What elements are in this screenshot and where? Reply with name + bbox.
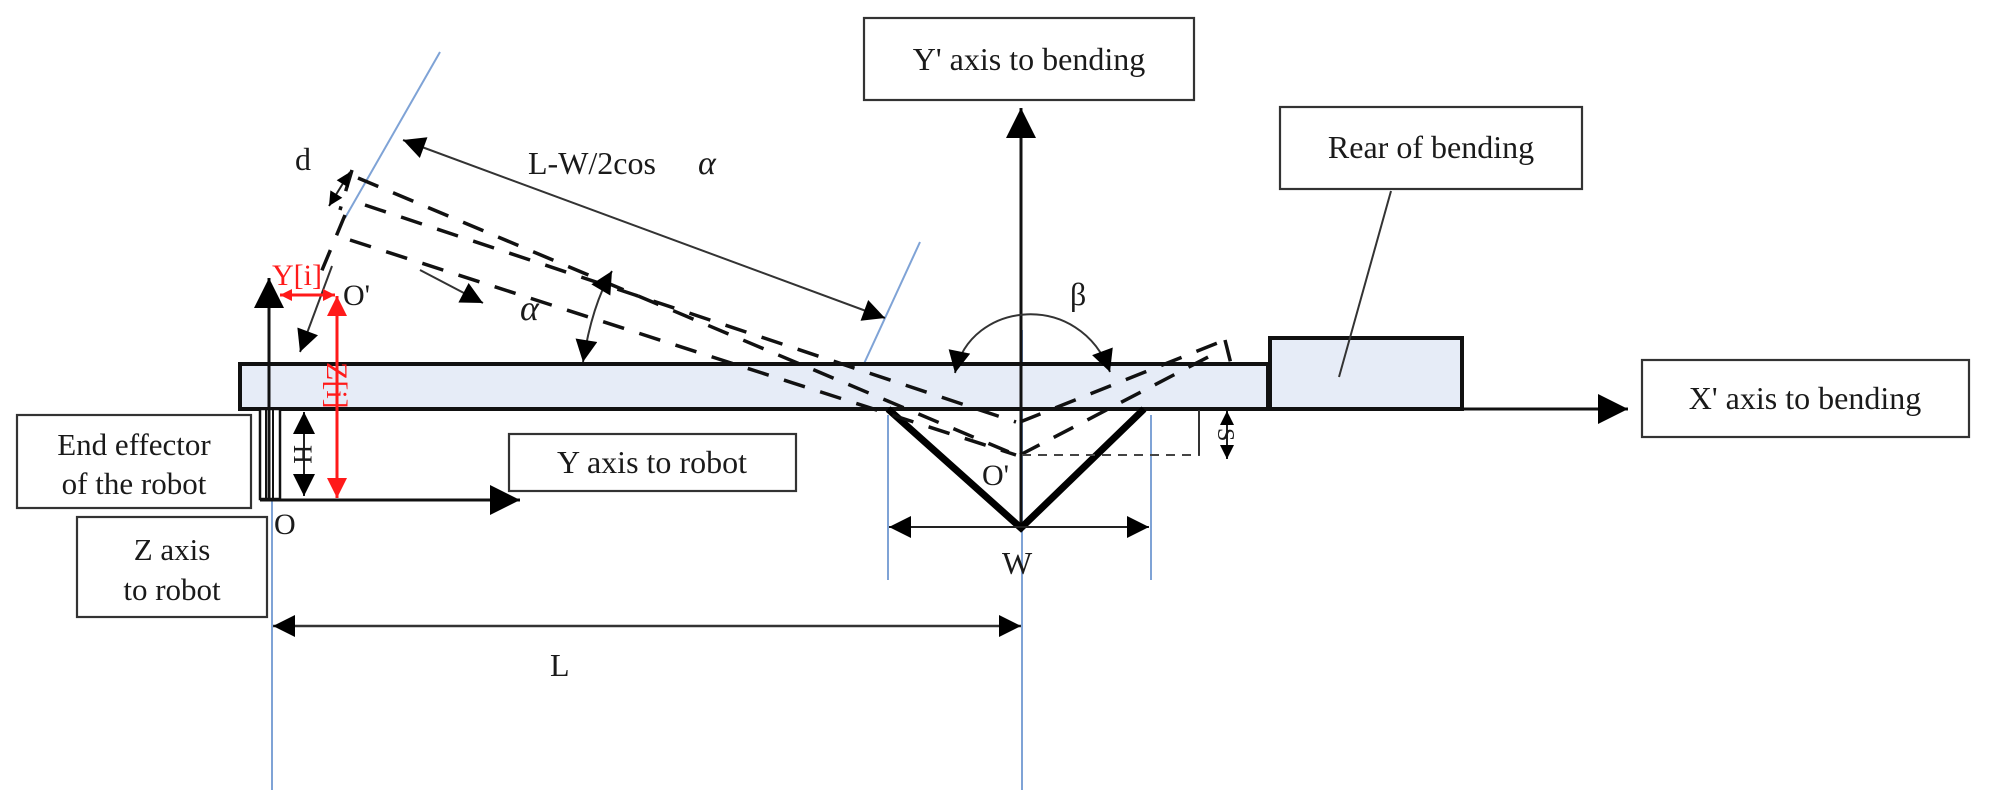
end-effector-label-line2: of the robot [62, 466, 207, 501]
length-formula-label: L-W/2cos [528, 145, 656, 181]
y-axis-robot-box: Y axis to robot [507, 432, 798, 493]
y-axis-robot-label: Y axis to robot [557, 444, 747, 480]
v-die [885, 406, 1147, 533]
z-axis-robot-label-line2: to robot [123, 572, 221, 607]
d-dimension [328, 171, 351, 207]
y-prime-axis-box: Y' axis to bending [862, 16, 1196, 102]
x-prime-axis-box: X' axis to bending [1640, 358, 1971, 439]
rear-of-bending-box: Rear of bending [1278, 105, 1584, 191]
z-i-label: Z[i] [320, 362, 353, 409]
bent-sheet-outline [318, 169, 1234, 457]
end-effector-label-line1: End effector [57, 427, 211, 462]
rear-of-bending-label: Rear of bending [1328, 129, 1534, 165]
guide-line-upper-right [861, 241, 921, 369]
beta-arc [948, 313, 1113, 374]
y-i-label: Y[i] [272, 259, 322, 292]
rear-block [1268, 336, 1464, 411]
l-label: L [550, 647, 570, 683]
rear-leader-line [1338, 190, 1392, 378]
length-formula-alpha: α [698, 145, 717, 182]
x-prime-axis-label: X' axis to bending [1689, 380, 1921, 416]
alpha-arc [575, 270, 613, 363]
end-effector-box: End effector of the robot [15, 413, 253, 510]
y-prime-axis-label: Y' axis to bending [913, 41, 1145, 77]
alpha-label: α [520, 288, 540, 328]
o-prime-down-arrow [297, 265, 333, 353]
sheet-direction-arrow [419, 269, 484, 304]
s-label: S [1212, 428, 1238, 441]
guide-line-upper-left [344, 51, 441, 219]
length-formula-dimension [402, 137, 886, 321]
o-prime-bottom-label: O' [982, 459, 1009, 492]
o-prime-top-label: O' [343, 279, 370, 312]
d-label: d [295, 141, 311, 177]
origin-label: O [274, 508, 296, 541]
z-axis-robot-box: Z axis to robot [75, 515, 269, 619]
h-label: H [288, 445, 317, 464]
w-label: W [1002, 545, 1033, 581]
beta-label: β [1070, 276, 1086, 312]
z-axis-robot-label-line1: Z axis [134, 532, 211, 567]
